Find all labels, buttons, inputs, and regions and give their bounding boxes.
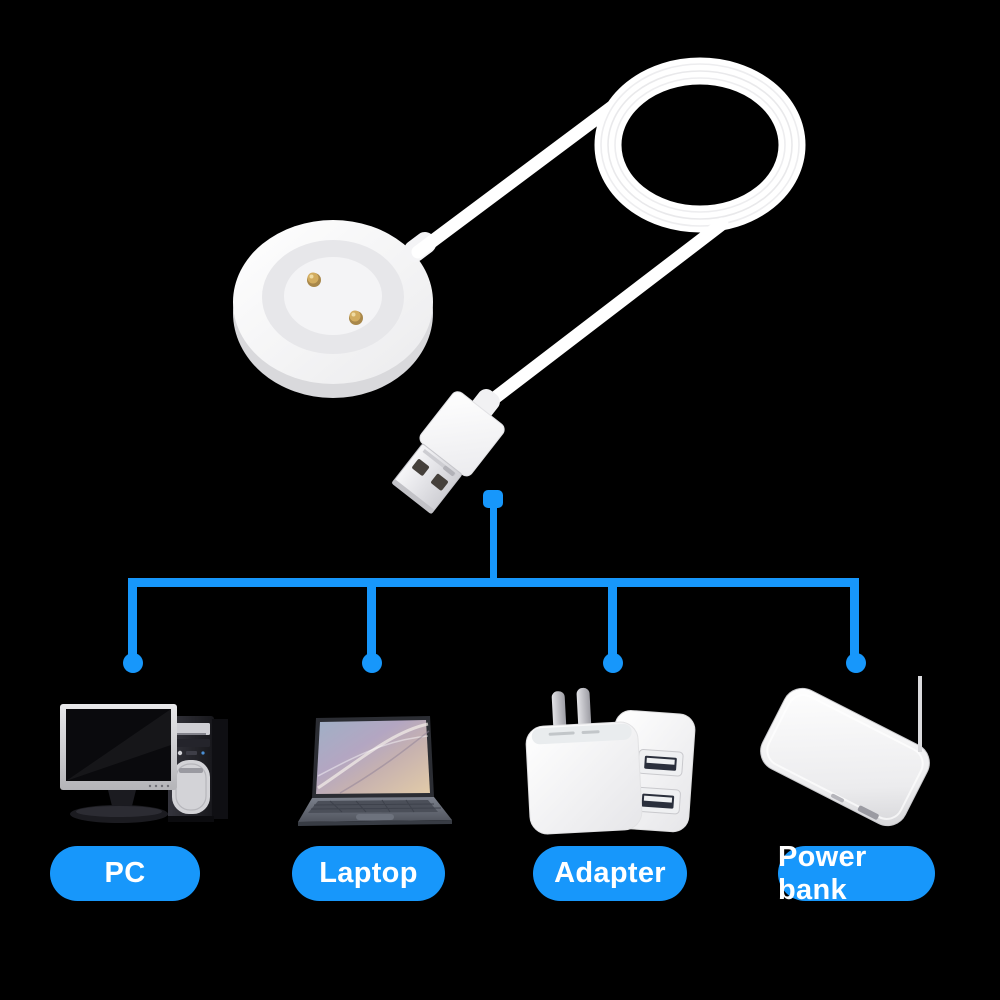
power-bank-icon <box>760 676 930 827</box>
coiled-usb-cable <box>411 57 806 414</box>
connector-drop-line-laptop <box>367 585 376 655</box>
connector-dot-laptop <box>362 653 382 673</box>
label-pill-power-bank: Power bank <box>778 841 935 906</box>
connector-dot-adapter <box>603 653 623 673</box>
connector-horizontal-line <box>128 578 859 587</box>
pogo-pins <box>307 272 363 325</box>
connector-drop-line-adapter <box>608 585 617 655</box>
connector-stem-line <box>490 505 497 580</box>
connector-drop-line-pc <box>128 585 137 655</box>
desktop-pc-icon <box>60 704 228 823</box>
connector-drop-line-power-bank <box>850 585 859 655</box>
connector-dot-pc <box>123 653 143 673</box>
label-pill-adapter: Adapter <box>533 846 687 901</box>
charging-dock <box>233 220 437 398</box>
label-pill-laptop: Laptop <box>292 846 445 901</box>
power-adapter-icon <box>525 687 696 835</box>
usb-a-plug <box>391 389 505 514</box>
laptop-icon <box>298 716 452 826</box>
label-pill-pc: PC <box>50 846 200 901</box>
connector-root-node <box>483 490 503 508</box>
connector-dot-power-bank <box>846 653 866 673</box>
